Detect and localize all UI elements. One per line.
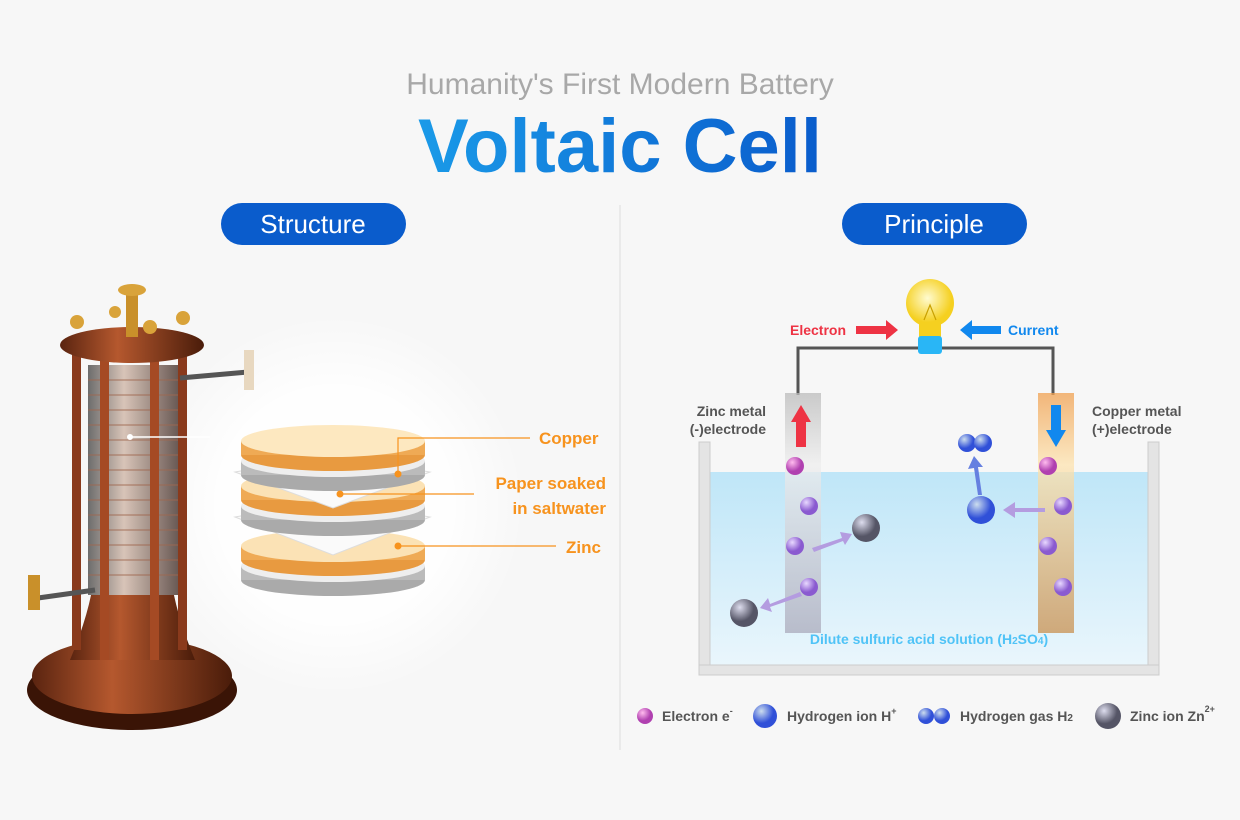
electron-arrow-icon — [856, 320, 898, 340]
electron-flow-indicator: Electron — [790, 320, 898, 340]
circuit-wire — [796, 346, 1055, 395]
principle-heading: Principle — [884, 209, 984, 239]
hydrogen-ion-particle — [967, 496, 995, 524]
paper-label-line2: in saltwater — [512, 499, 606, 518]
electron-particle — [800, 497, 818, 515]
legend-item-hydrogen-gas: Hydrogen gas H2 — [918, 708, 1073, 724]
electron-sphere-icon — [637, 708, 653, 724]
copper-electrode-label-line1: Copper metal — [1092, 403, 1181, 419]
page-title: Voltaic Cell — [418, 104, 822, 189]
electron-particle — [786, 457, 804, 475]
paper-label-line1: Paper soaked — [495, 474, 606, 493]
zinc-electrode-label-line1: Zinc metal — [697, 403, 766, 419]
electron-particle — [1054, 578, 1072, 596]
light-bulb-icon — [906, 279, 954, 354]
legend-item-hydrogen-ion: Hydrogen ion H+ — [753, 704, 897, 728]
legend-item-zinc-ion: Zinc ion Zn2+ — [1095, 703, 1215, 729]
electron-particle — [1054, 497, 1072, 515]
svg-text:Zinc ion Zn2+: Zinc ion Zn2+ — [1130, 704, 1215, 724]
svg-text:Hydrogen ion H+: Hydrogen ion H+ — [787, 706, 897, 724]
hydrogen-gas-atom — [974, 434, 992, 452]
disk-stack-closeup — [233, 425, 432, 596]
copper-label: Copper — [539, 429, 599, 448]
particles — [730, 434, 1072, 627]
electron-up-arrow-icon — [791, 405, 811, 447]
hydrogen-gas-pair-icon — [918, 708, 934, 724]
zinc-callout: Zinc — [394, 538, 601, 557]
hydrogen-ion-sphere-icon — [753, 704, 777, 728]
beaker — [698, 441, 1160, 676]
zinc-electrode-label-line2: (-)electrode — [690, 421, 766, 437]
hydrogen-gas-atom — [958, 434, 976, 452]
current-down-arrow-icon — [1046, 405, 1066, 447]
structure-heading-pill: Structure — [221, 203, 406, 245]
legend-item-electron: Electron e- — [637, 706, 733, 724]
svg-text:Hydrogen gas H2: Hydrogen gas H2 — [960, 708, 1073, 724]
zinc-label: Zinc — [566, 538, 601, 557]
zinc-ion-sphere-icon — [1095, 703, 1121, 729]
paper-callout: Paper soaked in saltwater — [336, 474, 606, 518]
current-arrow-icon — [960, 320, 1001, 340]
electron-flow-label: Electron — [790, 322, 846, 338]
electron-particle — [800, 578, 818, 596]
legend: Electron e- Hydrogen ion H+ Hydrogen gas… — [637, 703, 1215, 729]
electron-particle — [1039, 457, 1057, 475]
current-flow-label: Current — [1008, 322, 1059, 338]
solution-label: Dilute sulfuric acid solution (H2SO4) — [810, 631, 1048, 647]
current-flow-indicator: Current — [960, 320, 1059, 340]
zinc-ion-particle — [852, 514, 880, 542]
subtitle: Humanity's First Modern Battery — [406, 68, 834, 101]
electron-particle — [786, 537, 804, 555]
copper-callout: Copper — [394, 429, 599, 478]
structure-heading: Structure — [260, 209, 366, 239]
svg-text:Electron e-: Electron e- — [662, 706, 733, 724]
electron-particle — [1039, 537, 1057, 555]
copper-electrode-label-line2: (+)electrode — [1092, 421, 1172, 437]
principle-heading-pill: Principle — [842, 203, 1027, 245]
zinc-ion-particle — [730, 599, 758, 627]
